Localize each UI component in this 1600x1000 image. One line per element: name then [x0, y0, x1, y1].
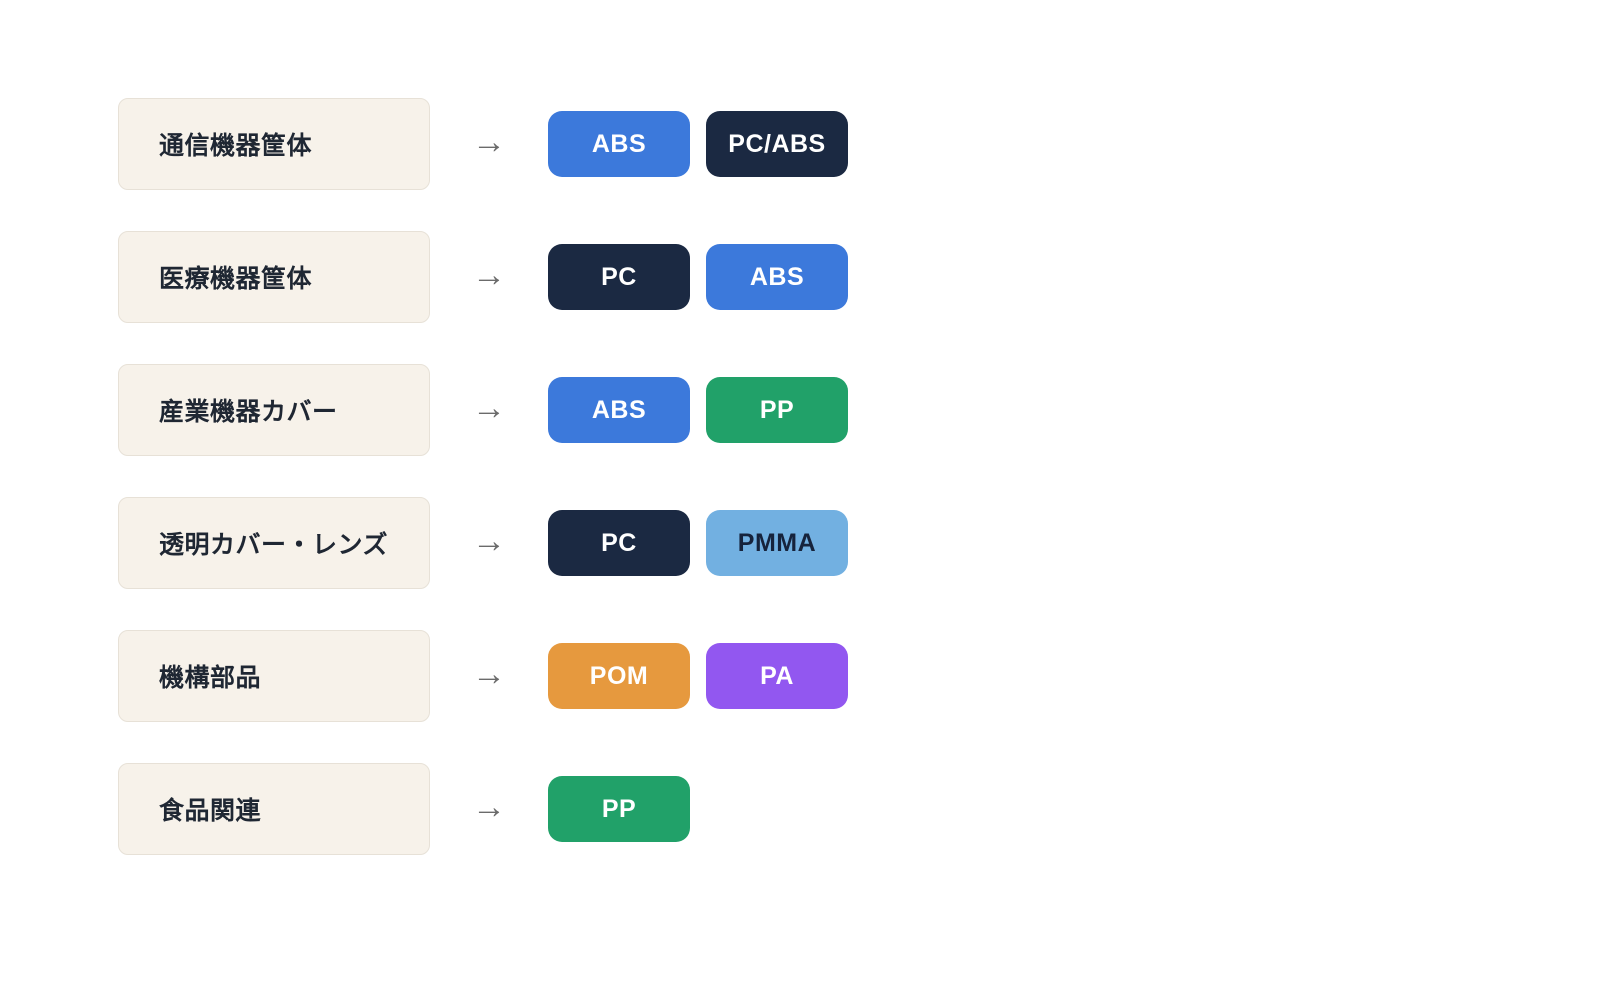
mapping-row: 産業機器カバー → ABS PP [118, 364, 848, 456]
category-box: 食品関連 [118, 763, 430, 855]
mapping-row: 透明カバー・レンズ → PC PMMA [118, 497, 848, 589]
right-arrow-icon: → [472, 522, 506, 560]
material-tag: POM [548, 643, 690, 709]
category-box: 機構部品 [118, 630, 430, 722]
material-tag: ABS [548, 111, 690, 177]
mapping-rows: 通信機器筐体 → ABS PC/ABS 医療機器筐体 → PC ABS [118, 98, 848, 896]
category-label: 医療機器筐体 [159, 265, 313, 293]
category-label: 機構部品 [159, 664, 262, 692]
arrow-cell: → [430, 655, 548, 693]
category-box: 産業機器カバー [118, 364, 430, 456]
category-label: 産業機器カバー [159, 398, 338, 426]
right-arrow-icon: → [472, 256, 506, 294]
material-tag: PC [548, 510, 690, 576]
arrow-cell: → [430, 123, 548, 161]
material-tag: PMMA [706, 510, 848, 576]
mapping-row: 食品関連 → PP [118, 763, 848, 855]
category-box: 通信機器筐体 [118, 98, 430, 190]
material-tag: ABS [706, 244, 848, 310]
category-box: 透明カバー・レンズ [118, 497, 430, 589]
material-tag: PC/ABS [706, 111, 848, 177]
category-label: 透明カバー・レンズ [159, 531, 389, 559]
category-box: 医療機器筐体 [118, 231, 430, 323]
right-arrow-icon: → [472, 788, 506, 826]
mapping-row: 医療機器筐体 → PC ABS [118, 231, 848, 323]
category-label: 食品関連 [159, 797, 262, 825]
material-tags: PP [548, 776, 848, 842]
material-tag: PP [706, 377, 848, 443]
material-tags: ABS PC/ABS [548, 111, 848, 177]
arrow-cell: → [430, 788, 548, 826]
material-tags: PC ABS [548, 244, 848, 310]
category-label: 通信機器筐体 [159, 132, 313, 160]
mapping-row: 通信機器筐体 → ABS PC/ABS [118, 98, 848, 190]
arrow-cell: → [430, 256, 548, 294]
material-tag: PA [706, 643, 848, 709]
material-tag: PC [548, 244, 690, 310]
right-arrow-icon: → [472, 655, 506, 693]
right-arrow-icon: → [472, 123, 506, 161]
material-tags: POM PA [548, 643, 848, 709]
material-tags: ABS PP [548, 377, 848, 443]
material-tags: PC PMMA [548, 510, 848, 576]
mapping-row: 機構部品 → POM PA [118, 630, 848, 722]
arrow-cell: → [430, 389, 548, 427]
arrow-cell: → [430, 522, 548, 560]
material-tag: ABS [548, 377, 690, 443]
material-tag: PP [548, 776, 690, 842]
right-arrow-icon: → [472, 389, 506, 427]
